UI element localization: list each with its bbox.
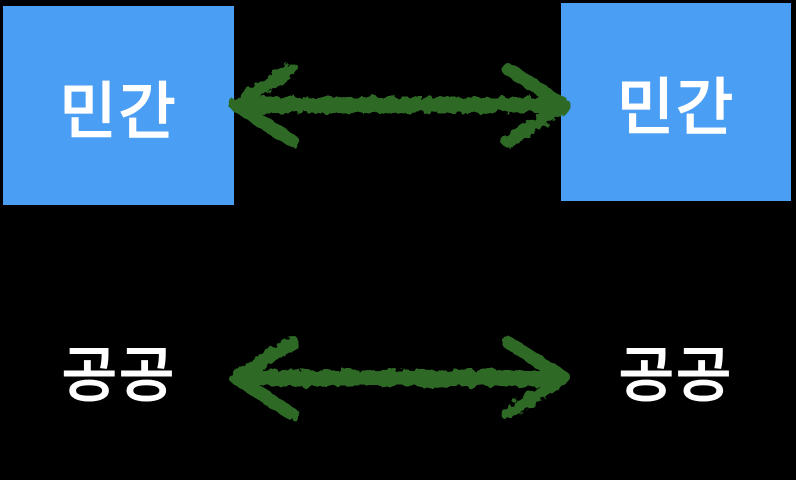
node-private-left: 민간 [3,6,234,205]
double-arrow-top-icon [224,60,576,150]
node-private-right-label: 민간 [616,74,736,143]
node-public-right: 공공 [557,344,795,408]
node-public-right-label: 공공 [618,342,734,409]
node-private-right: 민간 [561,3,791,201]
double-arrow-bottom-icon [224,333,576,423]
node-public-left-label: 공공 [61,342,177,409]
node-public-left: 공공 [0,344,238,408]
node-private-left-label: 민간 [59,77,178,147]
